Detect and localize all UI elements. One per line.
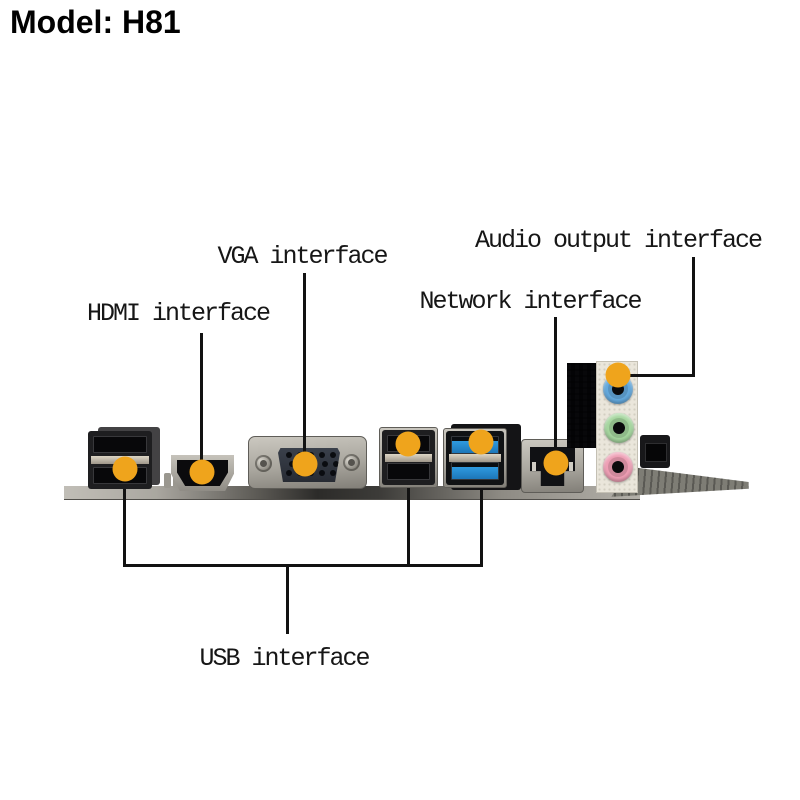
bracket-standoff xyxy=(164,473,171,488)
callout-dot-network xyxy=(543,450,569,476)
callout-line-hdmi xyxy=(200,333,203,472)
usb-divider xyxy=(385,453,432,462)
callout-dot-usb-middle xyxy=(395,431,421,457)
callout-dot-usb-left xyxy=(112,456,138,482)
audio-jack-line-out xyxy=(604,413,634,443)
rear-connector-block xyxy=(640,435,670,468)
vga-port xyxy=(248,436,367,489)
label-vga: VGA interface xyxy=(217,242,388,271)
callout-line-network xyxy=(554,317,557,463)
callout-dot-hdmi xyxy=(189,459,215,485)
callout-line-audio-horizontal xyxy=(617,374,695,377)
vga-screw-left xyxy=(255,455,272,472)
vga-screw-right xyxy=(343,454,360,471)
audio-jack-mic xyxy=(603,452,633,482)
callout-line-usb-middle xyxy=(407,444,410,567)
ethernet-clip xyxy=(532,462,536,471)
jack-hole xyxy=(613,422,625,434)
label-usb: USB interface xyxy=(199,644,370,673)
callout-dot-usb3 xyxy=(468,429,494,455)
label-network: Network interface xyxy=(419,287,642,316)
usb3-slot-blue xyxy=(451,462,499,480)
model-title: Model: H81 xyxy=(10,4,181,40)
callout-line-usb-label xyxy=(286,565,289,634)
callout-line-audio-vertical xyxy=(692,257,695,377)
heatsink-block xyxy=(567,363,598,448)
usb-divider xyxy=(449,454,501,462)
jack-hole xyxy=(612,461,624,473)
callout-dot-vga xyxy=(292,451,318,477)
callout-dot-audio xyxy=(605,362,631,388)
label-hdmi: HDMI interface xyxy=(86,299,271,328)
callout-line-usb-left xyxy=(123,469,126,567)
label-audio: Audio output interface xyxy=(474,226,763,255)
callout-line-usb-right xyxy=(480,442,483,567)
callout-bracket-usb xyxy=(123,564,483,567)
callout-line-vga xyxy=(303,273,306,464)
usb-slot xyxy=(93,436,147,453)
ethernet-clip xyxy=(569,462,573,471)
usb-slot xyxy=(387,463,430,480)
